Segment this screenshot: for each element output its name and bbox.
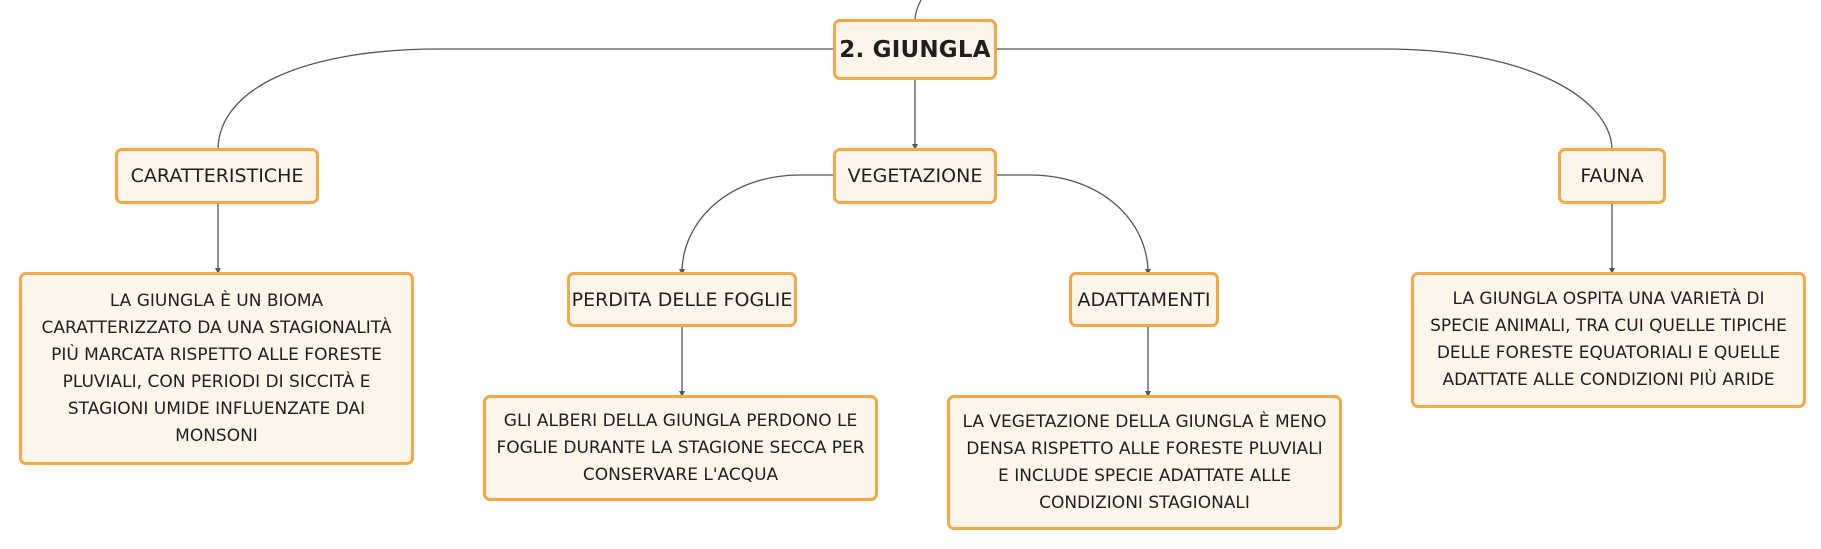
topic-fauna[interactable]: FAUNA — [1558, 148, 1666, 204]
connector-vegetazione-to-perdita — [681, 174, 833, 274]
topic-fauna-label: FAUNA — [1580, 165, 1644, 187]
connector-vegetazione-to-adattamenti — [997, 174, 1149, 274]
detail-perdita-text: GLI ALBERI DELLA GIUNGLA PERDONO LE FOGL… — [496, 410, 865, 485]
arrowhead — [1145, 391, 1151, 397]
arrowhead — [912, 144, 918, 150]
arrowhead — [1609, 268, 1615, 274]
root-node[interactable]: 2. GIUNGLA — [833, 19, 997, 80]
topic-caratteristiche-label: CARATTERISTICHE — [130, 165, 304, 187]
detail-perdita-delle-foglie[interactable]: GLI ALBERI DELLA GIUNGLA PERDONO LE FOGL… — [483, 395, 878, 501]
detail-adattamenti[interactable]: LA VEGETAZIONE DELLA GIUNGLA È MENO DENS… — [947, 395, 1342, 530]
arrowhead — [215, 268, 221, 274]
detail-fauna[interactable]: LA GIUNGLA OSPITA UNA VARIETÀ DI SPECIE … — [1411, 272, 1806, 408]
subtopic-adattamenti[interactable]: ADATTAMENTI — [1069, 272, 1219, 327]
topic-vegetazione-label: VEGETAZIONE — [847, 165, 983, 187]
topic-caratteristiche[interactable]: CARATTERISTICHE — [115, 148, 319, 204]
detail-adattamenti-text: LA VEGETAZIONE DELLA GIUNGLA È MENO DENS… — [962, 411, 1327, 513]
detail-caratteristiche[interactable]: LA GIUNGLA È UN BIOMA CARATTERIZZATO DA … — [19, 272, 414, 465]
root-node-label: 2. GIUNGLA — [839, 36, 991, 63]
topic-vegetazione[interactable]: VEGETAZIONE — [833, 148, 997, 204]
detail-caratteristiche-text: LA GIUNGLA È UN BIOMA CARATTERIZZATO DA … — [41, 290, 392, 446]
connector-parent-to-root — [914, 0, 922, 21]
detail-fauna-text: LA GIUNGLA OSPITA UNA VARIETÀ DI SPECIE … — [1430, 289, 1787, 390]
subtopic-perdita-label: PERDITA DELLE FOGLIE — [571, 288, 793, 311]
subtopic-adattamenti-label: ADATTAMENTI — [1077, 288, 1211, 311]
subtopic-perdita-delle-foglie[interactable]: PERDITA DELLE FOGLIE — [567, 272, 797, 327]
connector-root-to-caratteristiche — [217, 48, 833, 151]
connector-root-to-fauna — [997, 48, 1613, 151]
arrowhead — [679, 391, 685, 397]
